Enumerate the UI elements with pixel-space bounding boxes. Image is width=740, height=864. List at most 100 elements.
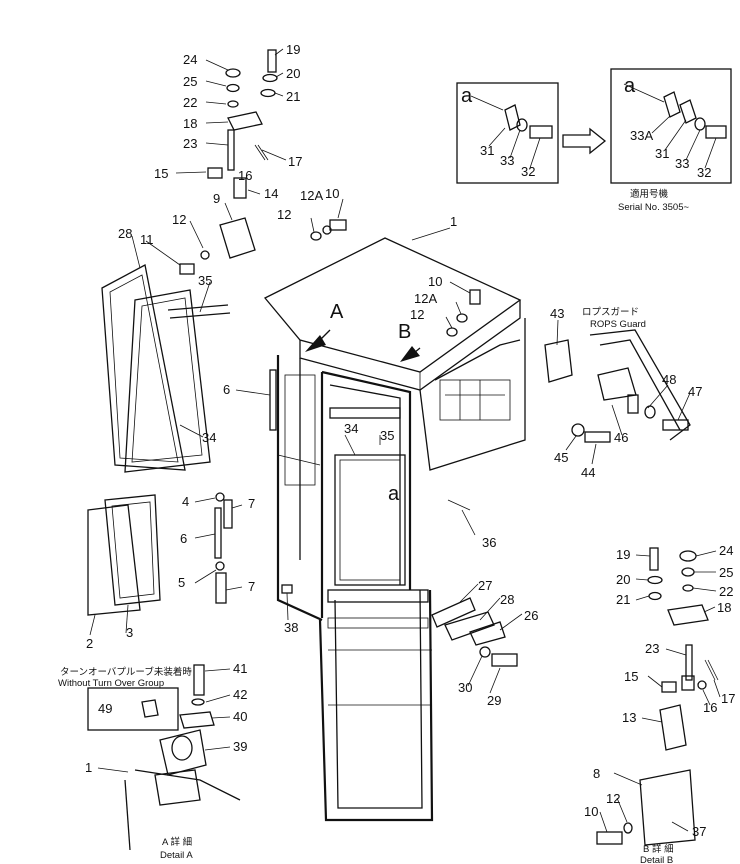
label-22-b: 22	[719, 584, 733, 599]
label-13: 13	[622, 710, 636, 725]
label-1-top: 1	[450, 214, 457, 229]
detail-b-drawing	[596, 547, 719, 846]
label-23-b: 23	[645, 641, 659, 656]
label-10-mid: 10	[428, 274, 442, 289]
label-arrow-a: A	[330, 301, 344, 323]
turnover-jp: ターンオーバプルーブ未装着時	[60, 666, 192, 678]
label-39: 39	[233, 739, 247, 754]
label-12-b: 12	[606, 791, 620, 806]
label-view-a: a	[388, 483, 400, 505]
label-31-after: 31	[655, 146, 669, 161]
label-8: 8	[593, 766, 600, 781]
window-glass	[87, 494, 161, 616]
label-10-top: 10	[325, 186, 339, 201]
detail-b-jp: B 詳 細	[643, 843, 674, 855]
label-49: 49	[98, 701, 112, 716]
leader-lines	[89, 48, 721, 833]
transition-arrow	[562, 127, 607, 155]
label-11: 11	[140, 232, 154, 247]
label-9: 9	[213, 191, 220, 206]
label-30: 30	[458, 680, 472, 695]
label-16-b: 16	[703, 700, 717, 715]
detail-a-drawing	[87, 664, 241, 851]
label-22: 22	[183, 95, 197, 110]
label-10-b: 10	[584, 804, 598, 819]
label-34-mid: 34	[344, 421, 358, 436]
serial-jp: 適用号機	[630, 188, 669, 200]
label-24-b: 24	[719, 543, 733, 558]
cab-roof	[263, 237, 522, 373]
label-12-left: 12	[172, 212, 186, 227]
label-28-left: 28	[118, 226, 132, 241]
label-19: 19	[286, 42, 300, 57]
label-12-top: 12	[277, 207, 291, 222]
label-20: 20	[286, 66, 300, 81]
detail-a-en: Detail A	[160, 850, 193, 861]
label-33-before: 33	[500, 153, 514, 168]
arrow-b-icon	[400, 346, 420, 362]
detail-a-jp: A 詳 細	[162, 836, 192, 848]
arrow-a-icon	[305, 335, 326, 352]
detail-a-after	[610, 68, 732, 184]
turnover-en: Without Turn Over Group	[58, 678, 164, 689]
label-25-b: 25	[719, 565, 733, 580]
label-28-mid: 28	[500, 592, 514, 607]
label-35-left: 35	[198, 273, 212, 288]
label-6-lower: 6	[180, 531, 187, 546]
label-31-before: 31	[480, 143, 494, 158]
label-21-b: 21	[616, 592, 630, 607]
label-19-b: 19	[616, 547, 630, 562]
label-26: 26	[524, 608, 538, 623]
label-23: 23	[183, 136, 197, 151]
label-15-b: 15	[624, 669, 638, 684]
label-42: 42	[233, 687, 247, 702]
label-14: 14	[264, 186, 278, 201]
label-a-before: a	[461, 85, 473, 107]
hinge-stack-left	[179, 49, 481, 337]
label-4: 4	[182, 494, 189, 509]
label-2: 2	[86, 636, 93, 651]
label-34-left: 34	[202, 430, 216, 445]
label-38: 38	[284, 620, 298, 635]
hinge-pin-parts	[214, 369, 293, 604]
label-12a-top: 12A	[300, 188, 323, 203]
label-12-mid: 12	[410, 307, 424, 322]
annotations: 適用号機 Serial No. 3505~ ロプスガード ROPS Guard …	[58, 188, 689, 864]
label-3: 3	[126, 625, 133, 640]
rops-en: ROPS Guard	[590, 319, 646, 330]
label-21: 21	[286, 89, 300, 104]
serial-en: Serial No. 3505~	[618, 202, 689, 213]
label-20-b: 20	[616, 572, 630, 587]
label-43: 43	[550, 306, 564, 321]
label-18: 18	[183, 116, 197, 131]
label-25: 25	[183, 74, 197, 89]
label-41: 41	[233, 661, 247, 676]
label-32-before: 32	[521, 164, 535, 179]
label-37: 37	[692, 824, 706, 839]
label-7-lower: 7	[248, 579, 255, 594]
label-36: 36	[482, 535, 496, 550]
label-29: 29	[487, 693, 501, 708]
label-27: 27	[478, 578, 492, 593]
label-18-b: 18	[717, 600, 731, 615]
part-labels: 24 25 22 18 23 15 19 20 21 17 16 14 9 12…	[85, 42, 735, 839]
detail-a-before	[456, 82, 559, 184]
label-16: 16	[238, 168, 252, 183]
cab-assembly	[263, 237, 526, 822]
label-arrow-b: B	[398, 321, 411, 343]
label-5: 5	[178, 575, 185, 590]
label-48: 48	[662, 372, 676, 387]
rops-jp: ロプスガード	[582, 307, 639, 318]
label-40: 40	[233, 709, 247, 724]
label-17: 17	[288, 154, 302, 169]
detail-b-en: Detail B	[640, 855, 673, 864]
label-1-detail-a: 1	[85, 760, 92, 775]
latch-bracket-parts	[431, 499, 518, 667]
without-turnover-box	[87, 687, 179, 731]
label-33-after: 33	[675, 156, 689, 171]
label-35-mid: 35	[380, 428, 394, 443]
label-15: 15	[154, 166, 168, 181]
label-46: 46	[614, 430, 628, 445]
